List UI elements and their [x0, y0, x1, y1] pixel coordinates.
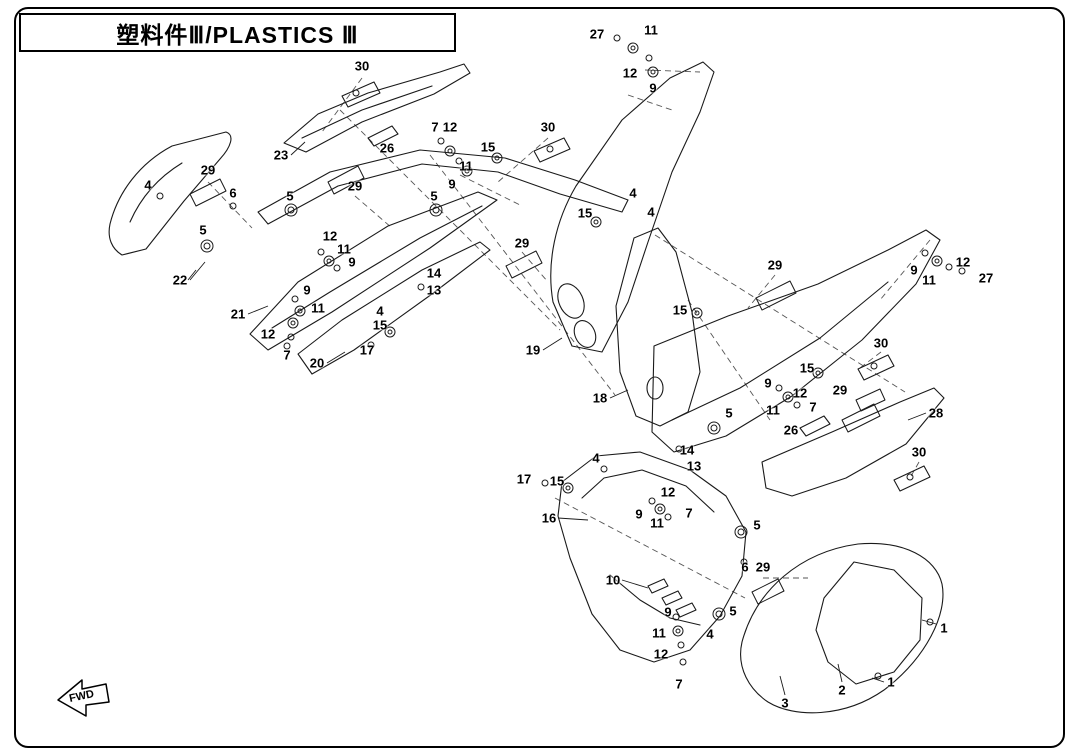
fwd-arrow-shape: [57, 679, 110, 717]
sticker-29-a: [189, 178, 227, 207]
part-outline-21: [249, 191, 498, 351]
part-outline-right-panel: [651, 229, 941, 453]
part-19-hole-upper: [557, 283, 585, 319]
part-outline-19: [550, 61, 715, 353]
part-outline-2: [815, 561, 923, 685]
part-outline-23: [283, 63, 471, 153]
part-outline-22-inner: [129, 162, 183, 223]
part-18-hole: [646, 376, 664, 400]
part-outline-16: [557, 451, 747, 663]
washer-icons: [287, 42, 943, 637]
bracket-30-a: [341, 81, 381, 108]
bracket-30-c: [857, 354, 895, 381]
title-box: 塑料件Ⅲ/PLASTICS Ⅲ: [19, 13, 456, 52]
bracket-30-d: [893, 465, 931, 492]
part-outline-20: [297, 241, 491, 375]
sticker-29-b: [327, 165, 365, 195]
sticker-29-g: [751, 578, 785, 605]
sticker-29-c: [505, 250, 543, 279]
part-outline-28: [761, 387, 945, 497]
part-outline-21-inner: [271, 205, 483, 329]
sticker-shapes-29: [189, 165, 886, 605]
bolt-icons: [156, 34, 966, 680]
bracket-30-b: [533, 137, 571, 163]
sticker-29-d: [755, 280, 797, 311]
fwd-label: FWD: [68, 688, 95, 705]
part-outline-16-inner: [581, 469, 715, 513]
clip-26-a: [367, 125, 399, 147]
part-outlines: [108, 61, 945, 714]
sticker-29-e: [841, 403, 881, 433]
part-16-vent-1: [647, 578, 669, 594]
part-outline-18: [615, 227, 701, 427]
grommet-icons: [200, 203, 748, 621]
sticker-29-f: [855, 388, 886, 412]
dashed-construction-lines: [207, 69, 931, 599]
part-19-hole-lower: [573, 320, 597, 348]
part-outline-right-panel-inner: [671, 281, 889, 421]
fastener-glyphs: [156, 34, 966, 680]
fwd-arrow: FWD: [57, 679, 110, 717]
part-outline-23-inner: [301, 85, 433, 139]
part-outline-frame-rail: [257, 149, 629, 225]
part-10-edge-line: [609, 574, 701, 626]
page-border: [14, 7, 1065, 748]
part-16-vent-2: [661, 590, 683, 606]
leader-lines: [187, 141, 937, 696]
part-outline-3: [740, 542, 944, 714]
part-16-vent-3: [675, 602, 697, 618]
part-outline-22: [108, 131, 232, 256]
page-title: 塑料件Ⅲ/PLASTICS Ⅲ: [116, 21, 359, 48]
clip-26-b: [799, 415, 831, 437]
